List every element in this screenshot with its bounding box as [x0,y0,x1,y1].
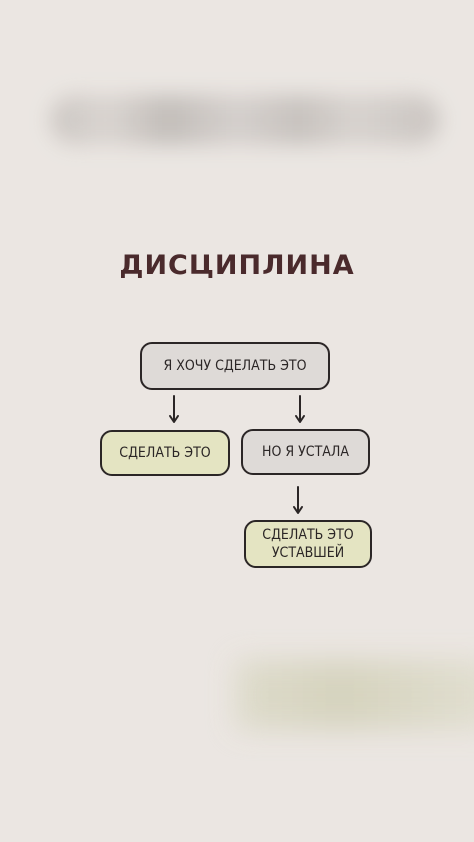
blurred-header-text [50,95,440,145]
arrow-to-but-tired [295,395,305,423]
arrow-to-do-it-tired [293,486,303,514]
diagram-title: ДИСЦИПЛИНА [119,250,355,281]
node-but-tired: НО Я УСТАЛА [241,429,370,475]
node-do-it: СДЕЛАТЬ ЭТО [100,430,230,476]
node-want-to-do: Я ХОЧУ СДЕЛАТЬ ЭТО [140,342,330,390]
node-do-it-tired: СДЕЛАТЬ ЭТО УСТАВШЕЙ [244,520,372,568]
blurred-bottom-shape [235,660,474,730]
arrow-to-do-it [169,395,179,423]
